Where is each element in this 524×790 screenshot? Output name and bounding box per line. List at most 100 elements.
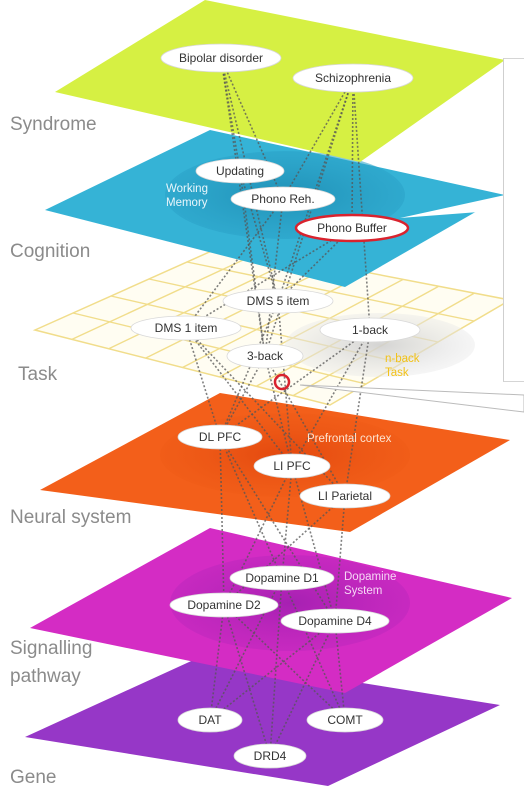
node-drd4-label: DRD4 [254, 749, 287, 763]
node-phono-reh-label: Phono Reh. [251, 192, 314, 206]
node-d1-label: Dopamine D1 [245, 571, 319, 585]
task-grid-line [71, 251, 261, 341]
layer-label-signalling: Signalling pathway [10, 635, 92, 691]
layer-label-neural: Neural system [10, 507, 132, 528]
node-dat-shape [177, 707, 243, 733]
node-schizophrenia: Schizophrenia [292, 63, 414, 93]
node-dlpfc: DL PFC [177, 424, 263, 450]
link-d4-dat [209, 620, 336, 721]
node-d2: Dopamine D2 [169, 592, 279, 618]
link-schizophrenia-phono_reh [282, 77, 354, 200]
node-bipolar-shape [160, 43, 282, 73]
node-updating-shape [195, 158, 285, 184]
link-threeback-lipfc [264, 355, 293, 467]
link-dms5-dlpfc [219, 300, 279, 438]
node-liparietal-label: LI Parietal [318, 489, 372, 503]
callout-pointer-lower [299, 384, 524, 413]
highlight-circle [273, 373, 291, 391]
link-schizophrenia-threeback [264, 77, 354, 357]
node-dms5-shape [222, 288, 334, 314]
node-liparietal: LI Parietal [299, 483, 391, 509]
node-updating-label: Updating [216, 164, 264, 178]
node-threeback-shape [226, 343, 304, 369]
node-d1-shape [229, 565, 335, 591]
link-dms1-dlpfc [185, 327, 221, 438]
node-schizophrenia-label: Schizophrenia [315, 71, 391, 85]
node-updating: Updating [195, 158, 285, 184]
node-dat: DAT [177, 707, 243, 733]
node-dms1: DMS 1 item [130, 315, 242, 341]
node-lipfc: LI PFC [253, 453, 331, 479]
node-comt: COMT [306, 707, 384, 733]
link-dms1-lipfc [185, 327, 293, 467]
task-grid-line [186, 261, 475, 322]
node-phono-reh-shape [230, 186, 336, 212]
nodes: Bipolar disorderSchizophreniaUpdatingPho… [130, 43, 421, 769]
link-threeback-dlpfc [219, 355, 266, 438]
link-dlpfc-d2 [219, 436, 225, 606]
link-schizophrenia-phono_buffer [351, 77, 354, 229]
node-phono-buffer-label: Phono Buffer [317, 221, 387, 235]
node-lipfc-label: LI PFC [273, 459, 311, 473]
node-dms5-label: DMS 5 item [247, 294, 310, 308]
layer-label-task: Task [18, 364, 58, 385]
node-dms1-label: DMS 1 item [155, 321, 218, 335]
link-oneback-dlpfc [219, 329, 371, 438]
link-dms5-lipfc [277, 300, 293, 467]
task-grid-line [182, 271, 368, 369]
callout-panel [503, 58, 524, 382]
link-d2-dat [209, 604, 225, 721]
node-dat-label: DAT [198, 713, 222, 727]
layer-label-signalling-line: Signalling [10, 638, 93, 659]
node-comt-shape [306, 707, 384, 733]
link-dlpfc-d4 [219, 436, 336, 622]
link-d1-dat [209, 577, 283, 721]
link-updating-threeback [239, 170, 266, 357]
link-phono_reh-dms1 [185, 198, 284, 329]
node-dlpfc-shape [177, 424, 263, 450]
link-lipfc-d4 [291, 465, 336, 622]
node-d1: Dopamine D1 [229, 565, 335, 591]
layer-label-syndrome: Syndrome [10, 114, 97, 135]
link-bipolar-updating [220, 57, 241, 172]
node-phono-buffer: Phono Buffer [294, 213, 410, 243]
prefrontal-cortex-text: Prefrontal cortex [307, 433, 392, 445]
node-phono-reh: Phono Reh. [230, 186, 336, 212]
syndrome-plane [55, 0, 505, 162]
link-liparietal-d2 [223, 495, 346, 606]
link-dlpfc-d1 [219, 436, 283, 579]
task-grid-line [145, 264, 333, 359]
node-d4: Dopamine D4 [280, 608, 390, 634]
node-drd4-shape [233, 743, 307, 769]
node-bipolar: Bipolar disorder [160, 43, 282, 73]
node-drd4: DRD4 [233, 743, 307, 769]
node-d4-shape [280, 608, 390, 634]
link-threeback-liparietal [264, 355, 346, 497]
node-lipfc-shape [253, 453, 331, 479]
layer-label-cognition: Cognition [10, 241, 91, 262]
link-d1-drd4 [269, 577, 283, 757]
node-d2-label: Dopamine D2 [187, 598, 261, 612]
node-schizophrenia-shape [292, 63, 414, 93]
node-oneback-label: 1-back [352, 323, 389, 337]
link-d4-comt [334, 620, 346, 721]
node-threeback: 3-back [226, 343, 304, 369]
task-grid-line [72, 312, 367, 385]
node-d2-shape [169, 592, 279, 618]
node-dms5: DMS 5 item [222, 288, 334, 314]
link-phono_buffer-dms1 [185, 227, 353, 329]
node-dms1-shape [130, 315, 242, 341]
link-lipfc-d1 [281, 465, 293, 579]
gene-plane [25, 657, 500, 786]
layer-label-gene: Gene [10, 767, 57, 788]
link-updating-dms5 [239, 170, 279, 302]
callout-pointer-upper [400, 195, 505, 218]
link-liparietal-d4 [334, 495, 346, 622]
link-d4-drd4 [269, 620, 336, 757]
node-dlpfc-label: DL PFC [199, 430, 242, 444]
link-d1-comt [281, 577, 346, 721]
